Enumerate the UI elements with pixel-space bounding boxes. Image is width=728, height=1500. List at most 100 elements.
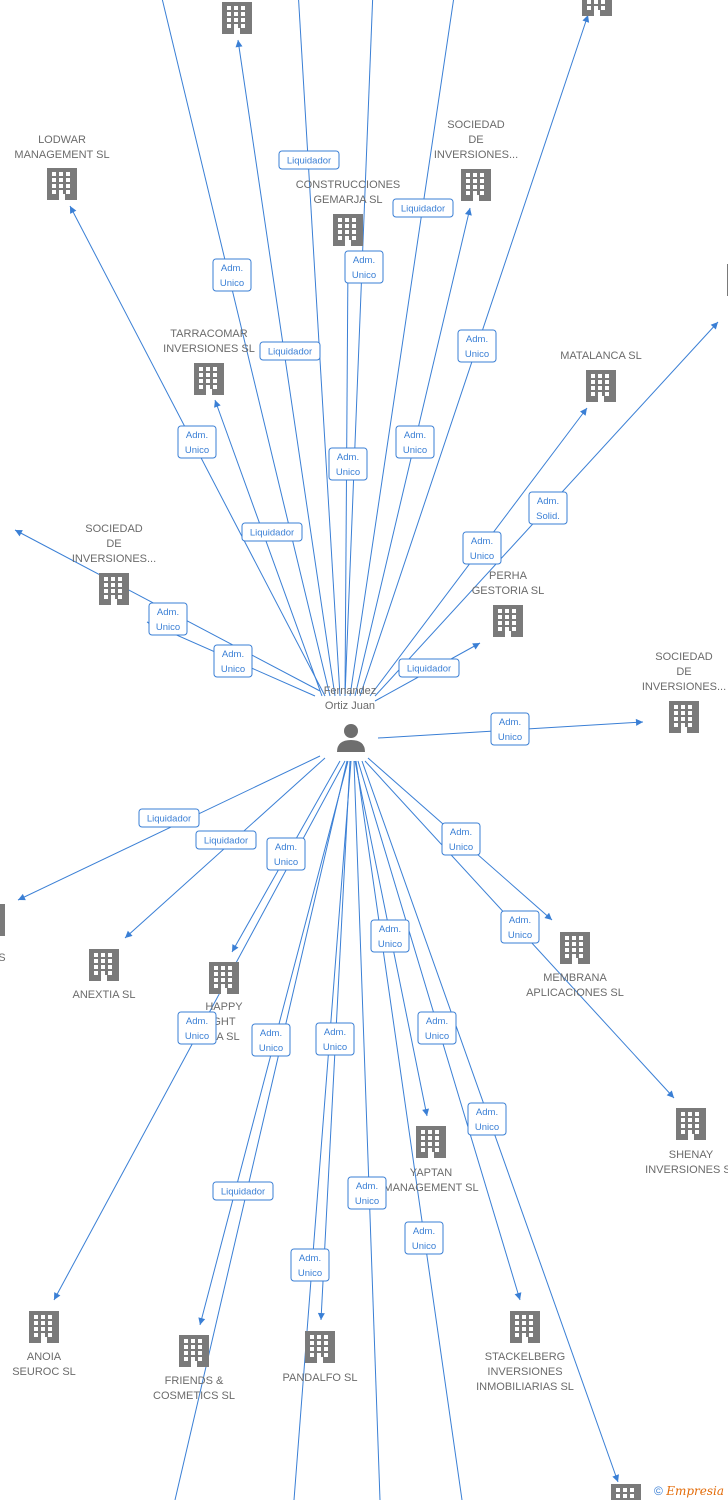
role-text: Liquidador [147,814,191,825]
role-label[interactable]: Adm.Unico [177,1011,217,1045]
company-node-friends[interactable]: FRIENDS &COSMETICS SL [153,1335,235,1402]
role-text: Unico [449,842,473,853]
edge-arrowhead [710,322,718,330]
company-name: MEMBRANA [543,972,607,984]
role-text: Adm. [157,607,179,618]
role-text: Unico [156,622,180,633]
role-text: Unico [185,445,209,456]
role-label[interactable]: Adm.Unico [395,425,435,459]
role-label[interactable]: Liquidador [195,830,257,850]
role-label[interactable]: Liquidador [259,341,321,361]
company-name: FRIENDS & [165,1375,224,1387]
edge-arrowhead [464,208,472,216]
company-node-sociedad2[interactable]: SOCIEDADDEINVERSIONES... [72,523,156,605]
role-text: Adm. [353,255,375,266]
company-name: SOCIEDAD [85,523,143,535]
building-icon [493,605,523,637]
role-label[interactable]: Adm.Solid. [528,491,568,525]
edge-line [293,760,352,1500]
company-node-pandalfo[interactable]: PANDALFO SL [283,1331,358,1384]
role-text: Unico [274,857,298,868]
role-label[interactable]: Liquidador [138,808,200,828]
role-label[interactable]: Adm.Unico [457,329,497,363]
role-label[interactable]: Adm. Unico [467,1102,507,1136]
company-node-n_top2[interactable] [582,0,612,16]
role-label[interactable]: Adm.Unico [328,447,368,481]
building-icon [416,1126,446,1158]
role-text: Adm. [221,263,243,274]
company-node-bottom_right[interactable] [611,1484,641,1500]
company-name: SHENAY [669,1149,714,1161]
role-text: Adm. [476,1107,498,1118]
role-text: Liquidador [250,528,294,539]
person-icon [337,724,365,752]
edge-arrowhead [635,718,643,726]
role-label[interactable]: Adm.Unico [500,910,540,944]
role-label[interactable]: Liquidador [398,658,460,678]
role-label[interactable]: Liquidador [392,198,454,218]
role-text: Unico [508,930,532,941]
role-text: Unico [475,1122,499,1133]
role-text: Unico [403,445,427,456]
company-node-n_top1[interactable] [222,2,252,34]
company-name: CONSTRUCCIONES [296,179,401,191]
role-label[interactable]: Adm.Unico [404,1221,444,1255]
company-name: SOCIEDAD [655,651,713,663]
company-node-anextia[interactable]: ANEXTIA SL [73,949,136,1001]
role-label[interactable]: Adm.Unico [441,822,481,856]
edge-arrowhead [544,912,552,920]
role-label[interactable]: Adm.Unico [251,1023,291,1057]
role-label[interactable]: Adm.Unico [344,250,384,284]
edge-arrowhead [317,1312,325,1320]
building-icon [669,701,699,733]
role-label[interactable]: Adm.Unico [370,919,410,953]
edge-labels: Adm.UnicoLiquidadorAdm.UnicoLiquidadorAd… [138,150,568,1282]
role-label[interactable]: Adm.Unico [266,837,306,871]
company-node-ones_sa[interactable]: ONESSA [0,904,6,979]
role-label[interactable]: Adm.Unico [290,1248,330,1282]
role-text: Adm. [324,1027,346,1038]
company-name: DE [106,538,121,550]
role-text: Adm. [426,1016,448,1027]
company-name: STACKELBERG [485,1351,566,1363]
role-label[interactable]: Adm.Unico [417,1011,457,1045]
role-label[interactable]: Liquidador [278,150,340,170]
role-text: Adm. [466,334,488,345]
building-icon [47,168,77,200]
edge-line [214,399,323,697]
company-node-matalanca[interactable]: MATALANCA SL [560,350,642,402]
role-text: Liquidador [221,1187,265,1198]
company-node-sociedad1[interactable]: SOCIEDADDEINVERSIONES... [434,119,518,201]
edge-arrowhead [514,1292,522,1300]
company-name: INVERSIONES SL [163,343,255,355]
role-label[interactable]: Adm.Unico [347,1176,387,1210]
role-label[interactable]: Adm.Unico [177,425,217,459]
role-text: Adm. [499,717,521,728]
building-icon [29,1311,59,1343]
role-text: Adm. [222,649,244,660]
role-label[interactable]: Liquidador [212,1181,274,1201]
role-text: Adm. [186,1016,208,1027]
role-text: Unico [336,467,360,478]
role-label[interactable]: Adm.Unico [315,1022,355,1056]
company-name: DE [468,134,483,146]
company-node-sociedad3[interactable]: SOCIEDADDEINVERSIONES... [642,651,726,733]
role-label[interactable]: Adm. Unico [148,602,188,636]
role-label[interactable]: Adm.Unico [213,644,253,678]
edge-arrowhead [472,643,480,650]
role-text: Solid. [536,511,560,522]
role-label[interactable]: Adm.Unico [212,258,252,292]
role-label[interactable]: Adm.Unico [490,712,530,746]
role-label[interactable]: Adm.Unico [462,531,502,565]
role-label[interactable]: Liquidador [241,522,303,542]
